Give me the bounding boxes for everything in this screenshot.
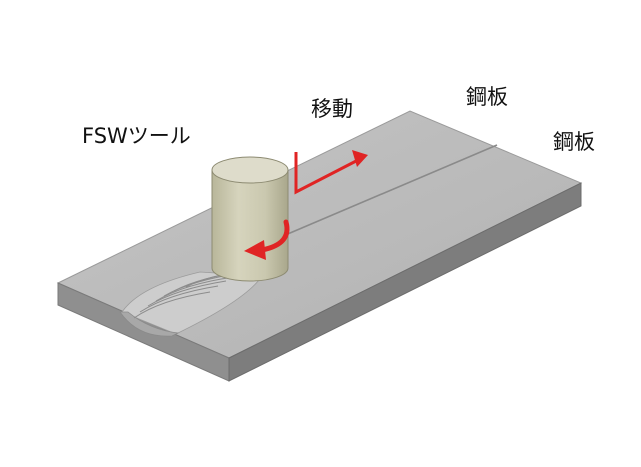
red-curved-arrow-icon — [244, 219, 290, 260]
fsw-tool — [211, 156, 289, 282]
steel-plate-side-face — [228, 182, 582, 382]
plate-seam-line — [282, 144, 498, 237]
steel-plate-front-label: 鋼板 — [553, 130, 595, 154]
movement-label: 移動 — [311, 97, 353, 121]
red-corner-arrow-icon — [294, 150, 368, 195]
fsw-tool-top — [211, 156, 289, 184]
fsw-tool-body — [211, 169, 289, 282]
steel-plate-back-label: 鋼板 — [466, 85, 508, 109]
fsw-tool-label: FSWツール — [82, 124, 191, 148]
